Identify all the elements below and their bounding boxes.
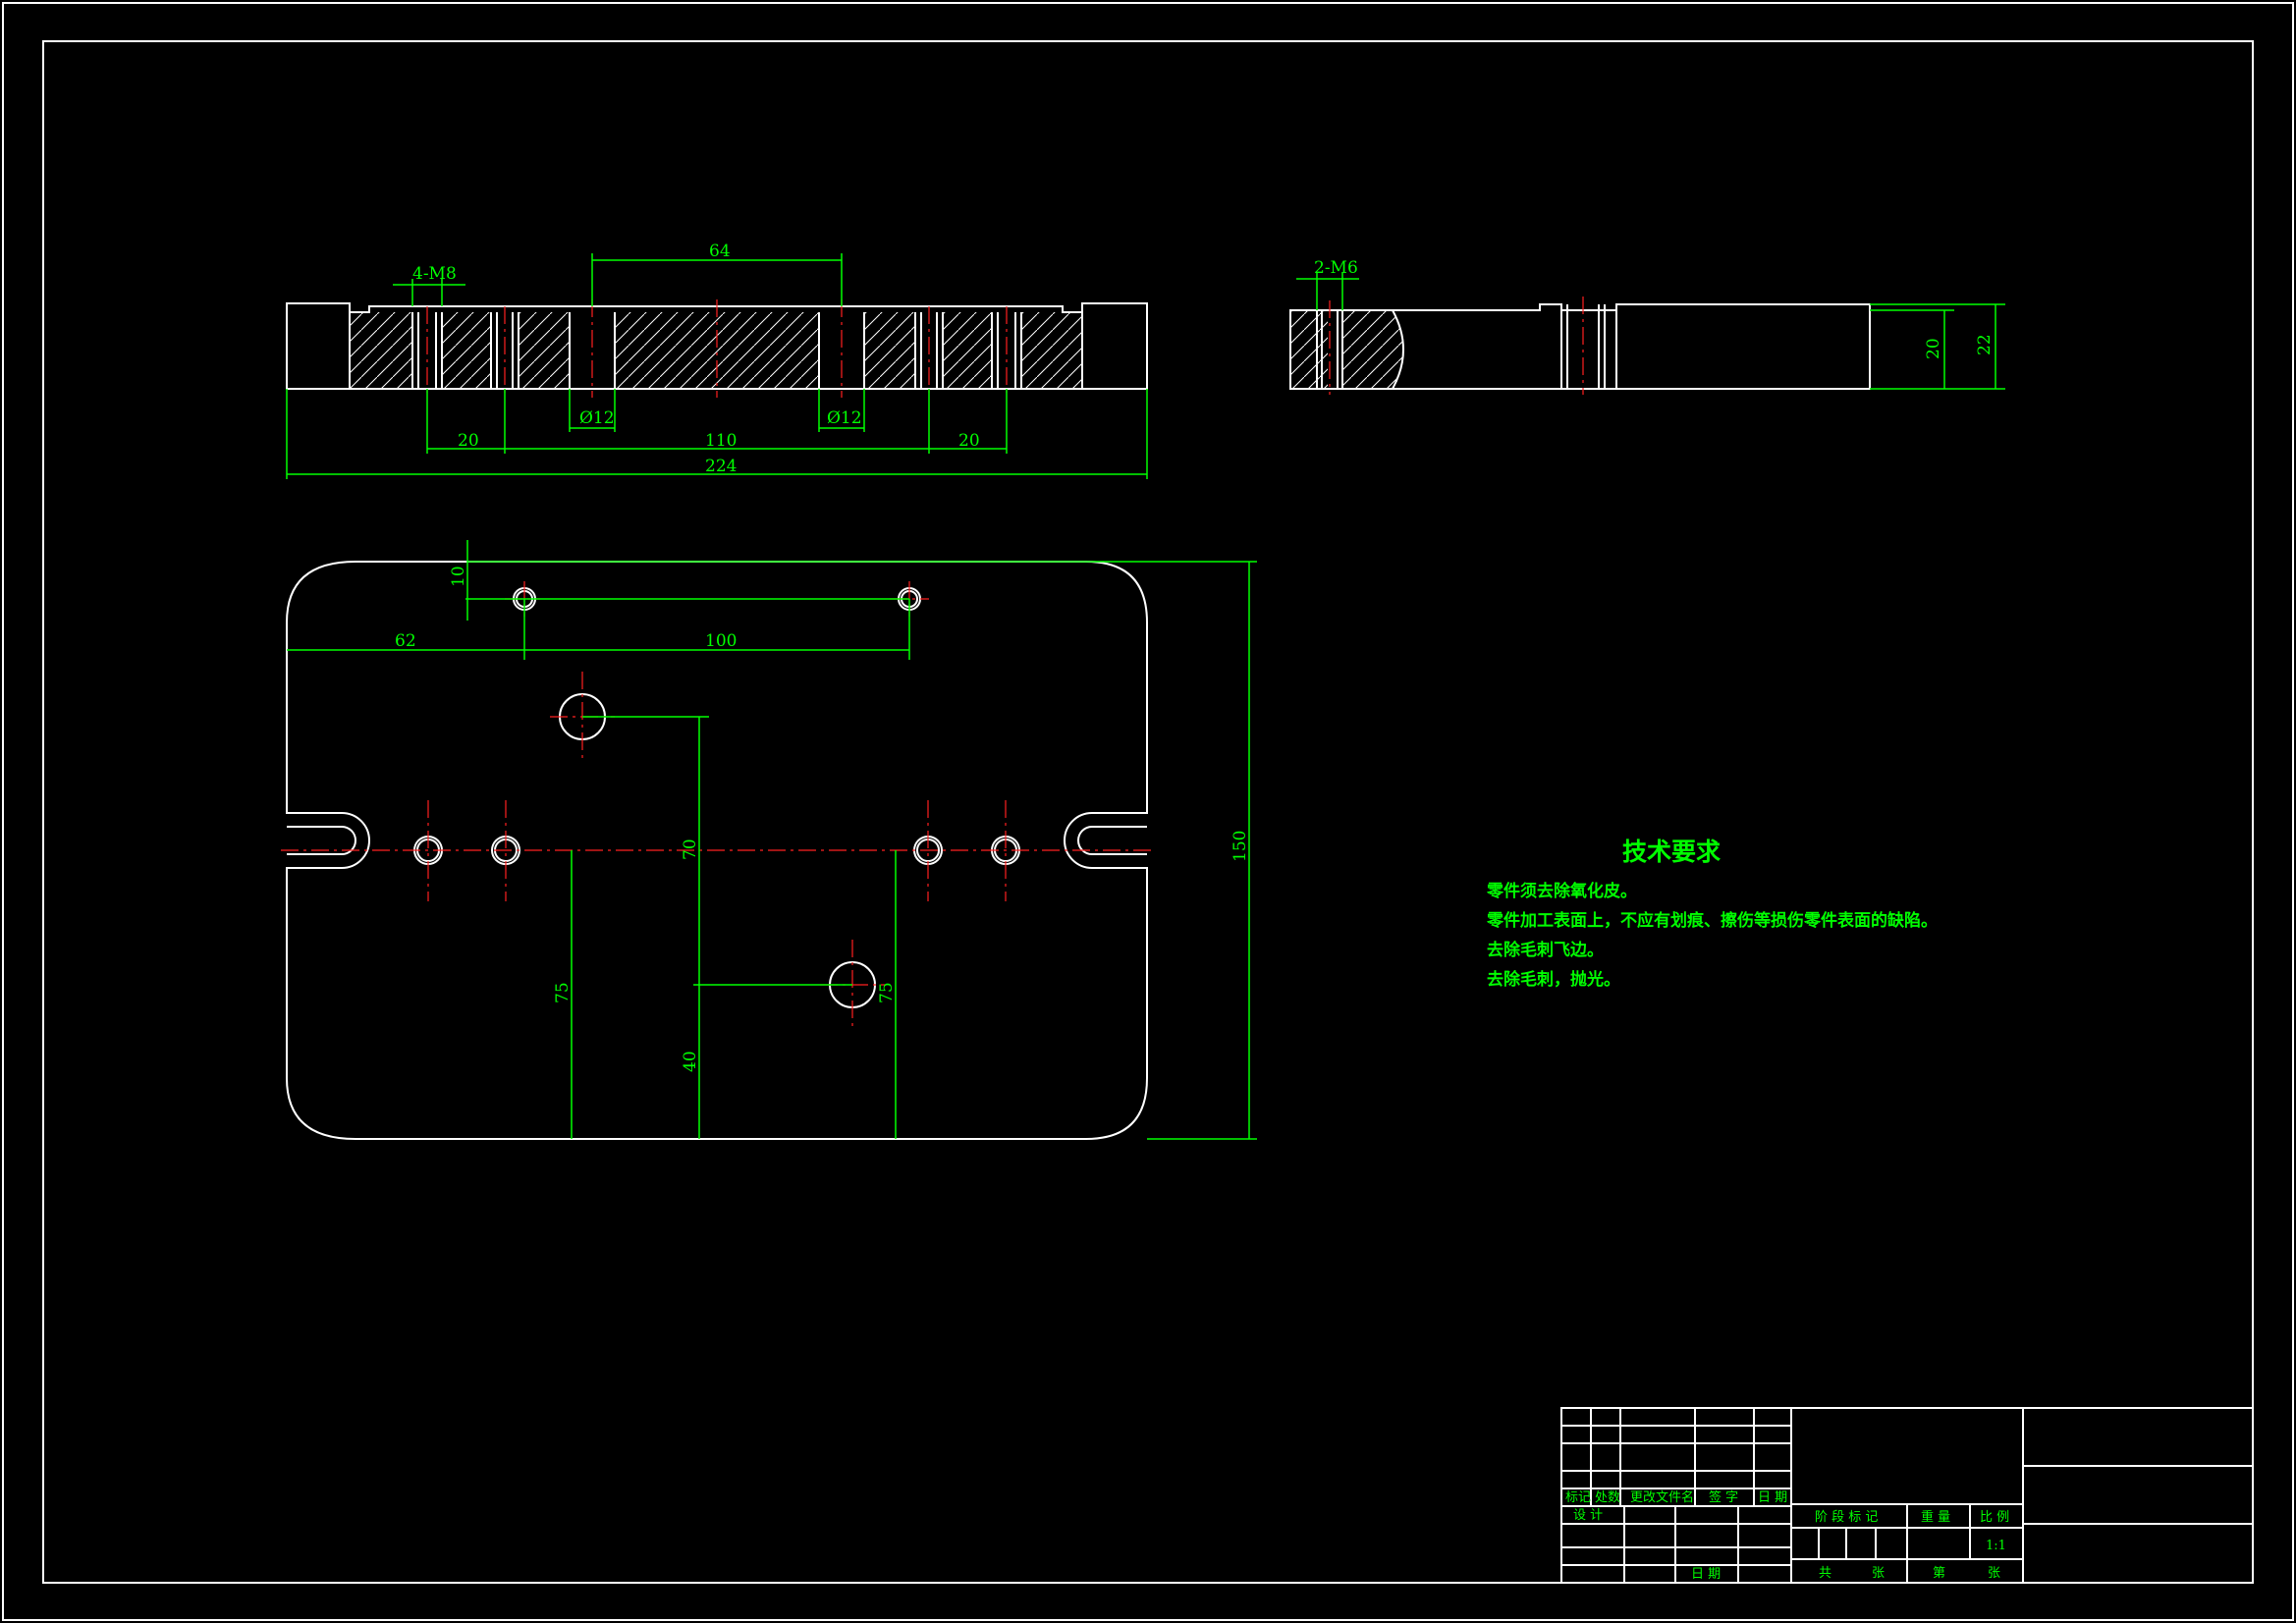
tb-total: 共: [1819, 1566, 1831, 1581]
front-dim-20-left: 20: [458, 431, 479, 451]
top-dim-150: 150: [1230, 831, 1250, 862]
front-dim-224: 224: [705, 457, 737, 476]
tb-sheet-unit: 张: [1872, 1566, 1885, 1581]
tb-rev-mark: 标记: [1565, 1490, 1591, 1505]
tb-date: 日 期: [1691, 1567, 1721, 1582]
top-dim-75-right: 75: [877, 982, 897, 1003]
front-dia-right: Ø12: [827, 408, 862, 428]
tb-scale-label: 比 例: [1980, 1510, 2009, 1525]
tech-item-1: 零件须去除氧化皮。: [1486, 881, 1637, 901]
tb-rev-date: 日 期: [1758, 1490, 1787, 1505]
top-dim-70: 70: [681, 839, 700, 860]
front-dim-110: 110: [705, 431, 737, 451]
front-view: 4-M8 64 Ø12 Ø12 20 110 20 224: [286, 242, 1148, 479]
tb-rev-sign: 签 字: [1709, 1489, 1738, 1505]
side-dim-22: 22: [1975, 334, 1995, 355]
tech-item-3: 去除毛刺飞边。: [1487, 940, 1604, 960]
tech-requirements: 技术要求 零件须去除氧化皮。 零件加工表面上，不应有划痕、擦伤等损伤零件表面的缺…: [1486, 838, 1938, 990]
top-dim-62: 62: [395, 631, 416, 651]
front-thread-label: 4-M8: [412, 264, 457, 284]
front-dim-20-right: 20: [958, 431, 980, 451]
title-block: 标记 处数 更改文件名 签 字 日 期 设 计 日 期 阶 段 标 记 重 量 …: [1560, 1407, 2254, 1584]
tb-stage-mark: 阶 段 标 记: [1815, 1510, 1878, 1525]
tb-sheet-no: 第: [1933, 1566, 1945, 1581]
tech-item-2: 零件加工表面上，不应有划痕、擦伤等损伤零件表面的缺陷。: [1486, 910, 1938, 931]
tech-title: 技术要求: [1622, 838, 1721, 866]
front-hatch: [350, 312, 1082, 389]
side-dim-20: 20: [1924, 338, 1943, 359]
top-dim-100: 100: [705, 631, 737, 651]
top-dim-40: 40: [681, 1051, 700, 1072]
side-view: 2-M6 20 22: [1289, 258, 2005, 395]
tb-rev-count: 处数: [1595, 1490, 1620, 1505]
tech-item-4: 去除毛刺，抛光。: [1487, 969, 1620, 990]
top-holes: [413, 587, 1020, 1008]
front-dia-left: Ø12: [579, 408, 615, 428]
tb-rev-file: 更改文件名: [1630, 1489, 1694, 1505]
tb-weight: 重 量: [1921, 1509, 1950, 1525]
tb-sheet-unit-2: 张: [1988, 1566, 2000, 1581]
tb-scale-value: 1:1: [1986, 1539, 2006, 1553]
top-dim-75-left: 75: [553, 982, 573, 1003]
inner-frame: [42, 40, 2254, 1584]
top-view: 10 62 100 150 70 75 75 40: [281, 540, 1257, 1140]
side-thread-label: 2-M6: [1314, 258, 1358, 278]
tb-design: 设 计: [1573, 1508, 1603, 1523]
top-dim-10: 10: [449, 566, 468, 587]
front-dim-64: 64: [709, 242, 731, 261]
